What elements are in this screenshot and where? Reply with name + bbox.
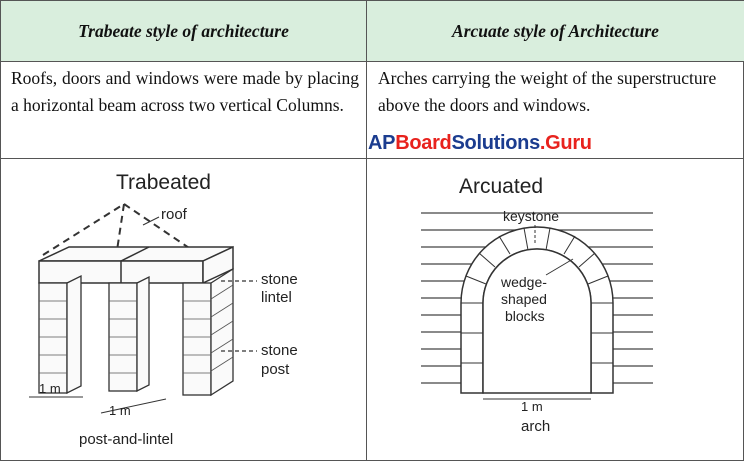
post-label-1: stone bbox=[261, 342, 298, 359]
trabeated-title: Trabeated bbox=[116, 171, 211, 194]
blocks-label-1: wedge- bbox=[500, 274, 547, 290]
roof-label: roof bbox=[161, 206, 188, 223]
trabeated-caption: post-and-lintel bbox=[79, 431, 173, 448]
post-label-2: post bbox=[261, 361, 290, 378]
divider bbox=[366, 61, 367, 461]
keystone-label: keystone bbox=[503, 208, 559, 224]
lintel-label-2: lintel bbox=[261, 289, 292, 306]
trabeated-diagram: Trabeated roof bbox=[29, 171, 298, 448]
description-arcuate: Arches carrying the weight of the supers… bbox=[378, 68, 717, 115]
arcuated-caption: arch bbox=[521, 418, 550, 435]
wedge-blocks bbox=[461, 227, 613, 364]
stone-lintel bbox=[38, 245, 234, 285]
header-trabeate: Trabeate style of architecture bbox=[1, 1, 367, 61]
divider bbox=[1, 61, 744, 62]
header-arcuate: Arcuate style of Architecture bbox=[367, 1, 744, 61]
stone-post bbox=[38, 267, 234, 397]
description-trabeate: Roofs, doors and windows were made by pl… bbox=[11, 68, 359, 115]
dimension-label: 1 m bbox=[109, 403, 131, 418]
dimension-label: 1 m bbox=[521, 399, 543, 414]
arcuated-title: Arcuated bbox=[459, 175, 543, 198]
dimension-label: 1 m bbox=[39, 381, 61, 396]
arcuated-diagram: Arcuated bbox=[421, 175, 653, 435]
blocks-label-3: blocks bbox=[505, 308, 545, 324]
lintel-label-1: stone bbox=[261, 271, 298, 288]
blocks-label-2: shaped bbox=[501, 291, 547, 307]
arch-opening bbox=[482, 248, 592, 394]
divider bbox=[1, 158, 744, 159]
watermark-logo: APBoardSolutions.Guru bbox=[368, 132, 592, 154]
